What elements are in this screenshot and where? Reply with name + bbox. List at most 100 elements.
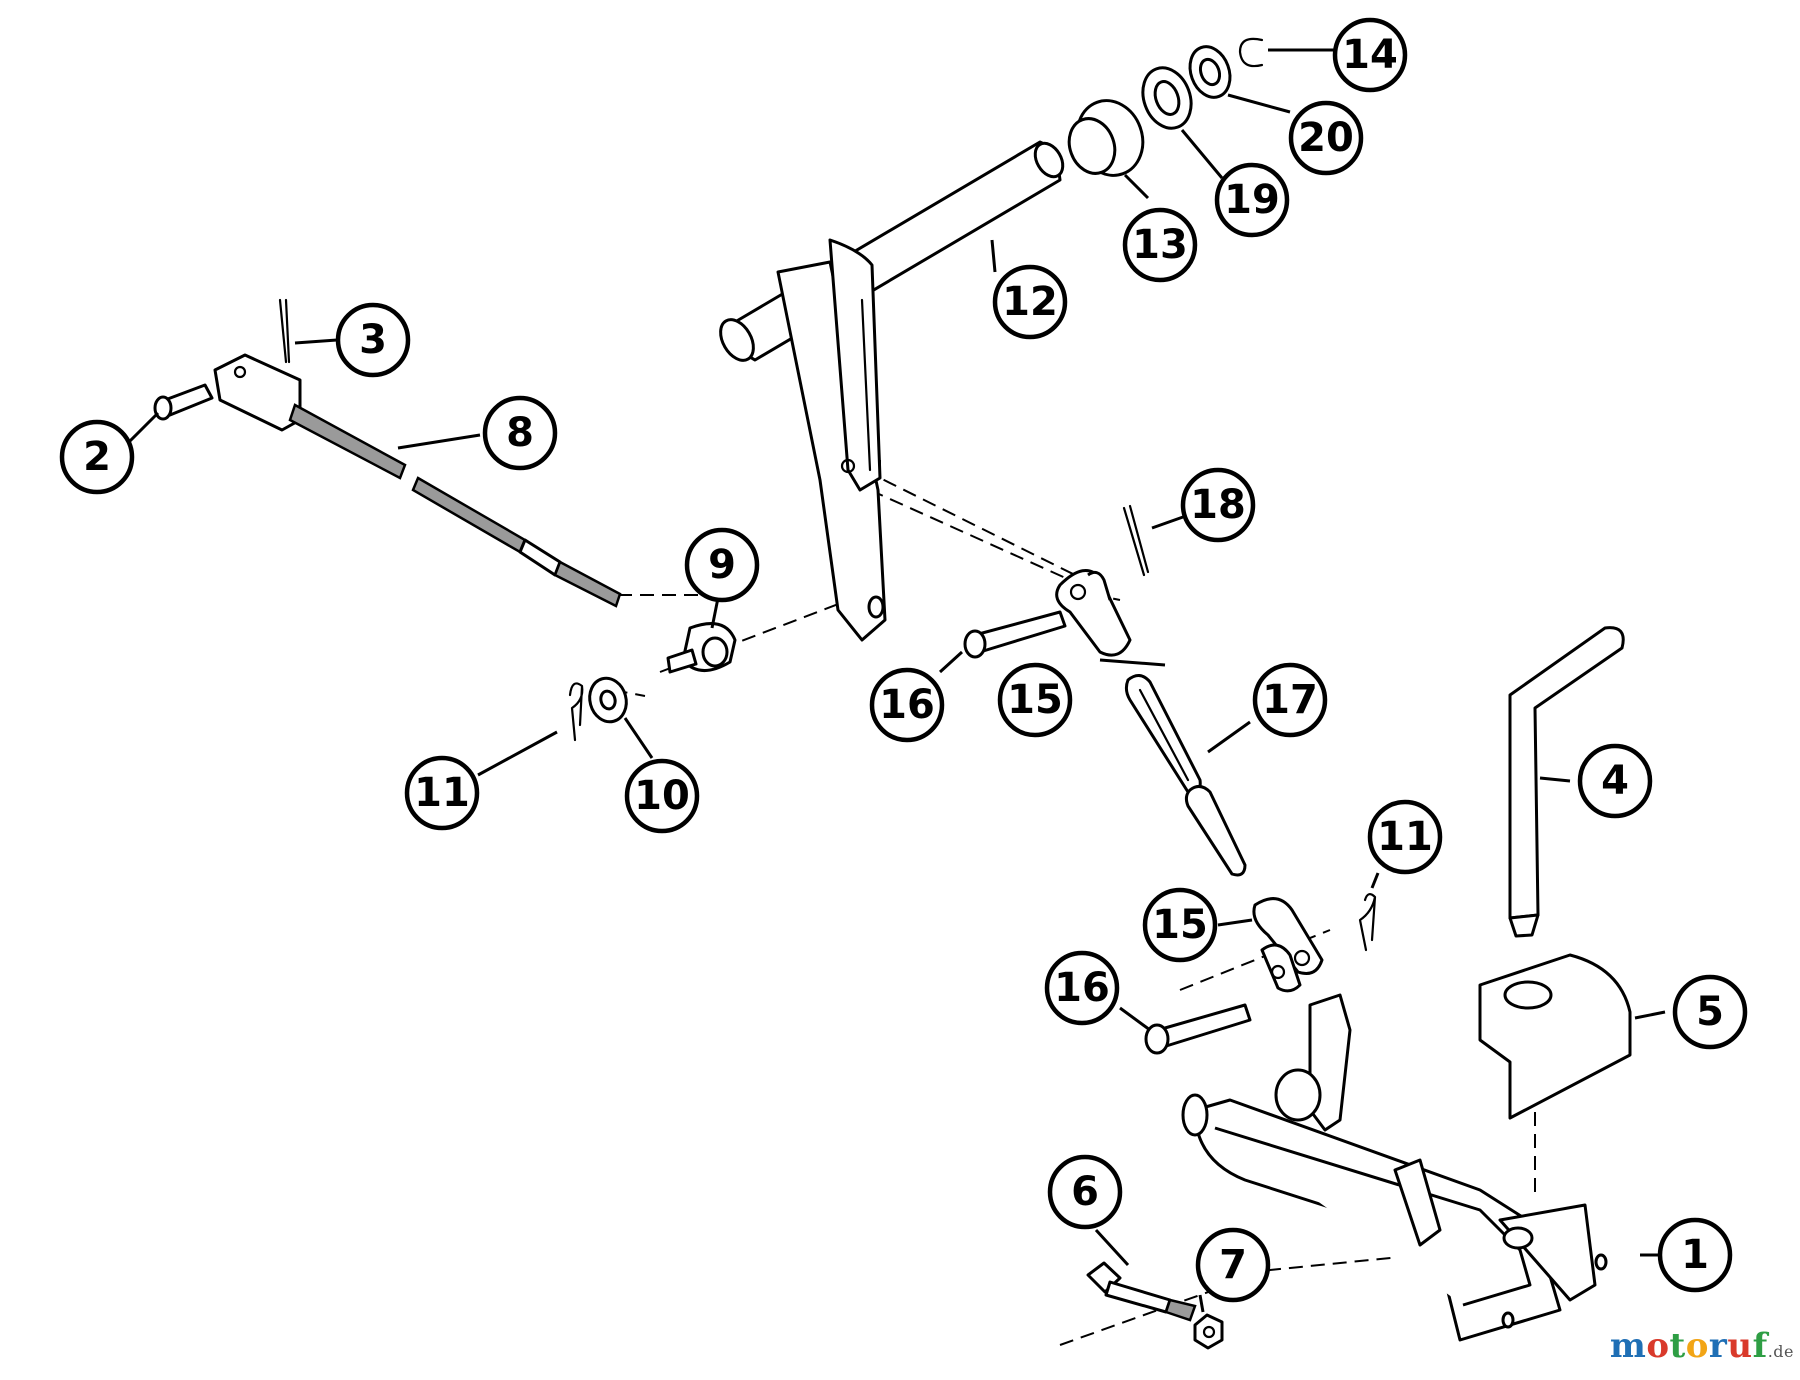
l-handle-pin [1508, 626, 1625, 938]
callout-17: 17 [1252, 662, 1328, 738]
callout-label: 15 [1152, 902, 1208, 948]
callout-5: 5 [1672, 974, 1748, 1050]
callout-16a: 16 [869, 667, 945, 743]
callout-label: 18 [1190, 482, 1246, 528]
leader-18 [1151, 515, 1184, 530]
callout-8: 8 [482, 395, 558, 471]
snap-ring [1238, 37, 1264, 68]
callout-7: 7 [1195, 1227, 1271, 1303]
washer-10 [588, 676, 628, 724]
callout-label: 9 [708, 542, 736, 588]
callout-1: 1 [1657, 1217, 1733, 1293]
callout-label: 1 [1681, 1232, 1709, 1278]
cotter-pin-3 [278, 298, 291, 364]
callout-label: 2 [83, 434, 111, 480]
callout-label: 5 [1696, 989, 1724, 1035]
leader-lines [126, 48, 1712, 1313]
callout-12: 12 [992, 264, 1068, 340]
leader-4 [1539, 776, 1571, 783]
nut [1193, 1313, 1224, 1350]
callout-label: 6 [1071, 1169, 1099, 1215]
callout-label: 8 [506, 410, 534, 456]
leader-16b [1119, 1006, 1151, 1032]
callout-15a: 15 [997, 662, 1073, 738]
callout-16b: 16 [1044, 950, 1120, 1026]
leader-13 [1123, 173, 1150, 200]
callout-20: 20 [1288, 100, 1364, 176]
callout-3: 3 [335, 302, 411, 378]
callout-label: 20 [1298, 115, 1354, 161]
watermark-letter: r [1708, 1326, 1728, 1366]
chain-clevis-15-lower [1252, 897, 1324, 993]
callout-6: 6 [1047, 1154, 1123, 1230]
callout-19: 19 [1214, 162, 1290, 238]
leader-8 [397, 433, 481, 450]
swivel-block [666, 622, 737, 674]
watermark-suffix: .de [1767, 1342, 1794, 1361]
callout-label: 10 [634, 773, 690, 819]
callout-label: 19 [1224, 177, 1280, 223]
watermark-logo[interactable]: motoruf.de [1610, 1326, 1794, 1366]
callout-label: 15 [1007, 677, 1063, 723]
hairpin-clip-11-upper [568, 682, 584, 742]
watermark-letter: o [1685, 1326, 1709, 1366]
callout-13: 13 [1122, 207, 1198, 283]
callout-11a: 11 [404, 755, 480, 831]
pin-bracket [1478, 953, 1632, 1120]
callout-label: 16 [1054, 965, 1110, 1011]
watermark-letter: m [1609, 1326, 1647, 1366]
watermark-letters: motoruf [1610, 1326, 1768, 1366]
hairpin-clip-11-lower [1358, 893, 1377, 952]
clevis-pin-16-upper [963, 610, 1067, 659]
callout-label: 11 [1377, 814, 1433, 860]
watermark-letter: f [1752, 1326, 1768, 1366]
callout-label: 3 [359, 317, 387, 363]
callout-label: 7 [1219, 1242, 1247, 1288]
clevis-and-threaded-rod [213, 353, 622, 608]
callout-2: 2 [59, 419, 135, 495]
callout-label: 12 [1002, 279, 1058, 325]
callout-label: 11 [414, 770, 470, 816]
leader-7 [1198, 1294, 1205, 1313]
leader-20 [1227, 93, 1291, 114]
callout-label: 16 [879, 682, 935, 728]
watermark-letter: u [1727, 1326, 1753, 1366]
callout-18: 18 [1180, 467, 1256, 543]
watermark-letter: o [1646, 1326, 1670, 1366]
callout-label: 14 [1342, 32, 1398, 78]
callout-14: 14 [1332, 17, 1408, 93]
leader-9 [710, 597, 720, 629]
callout-label: 13 [1132, 222, 1188, 268]
callout-label: 17 [1262, 677, 1318, 723]
clevis-pin-2 [153, 383, 214, 421]
leader-11a [477, 730, 558, 777]
washer-20 [1188, 45, 1232, 99]
cotter-pin-18 [1122, 504, 1150, 577]
callout-9: 9 [684, 527, 760, 603]
flange-bushing [1067, 99, 1145, 177]
leader-15b [1217, 918, 1253, 927]
leader-15a [1099, 658, 1166, 667]
leader-3 [294, 338, 338, 345]
watermark-letter: t [1669, 1326, 1686, 1366]
callout-11b: 11 [1367, 799, 1443, 875]
callout-label: 4 [1601, 758, 1629, 804]
hitch-frame [1181, 993, 1608, 1342]
chain-17 [1124, 674, 1247, 877]
chain-clevis-15-upper [1055, 569, 1132, 657]
clevis-pin-16-lower [1144, 1003, 1252, 1055]
leader-10 [623, 717, 654, 759]
leader-11b [1370, 872, 1380, 889]
leader-2 [126, 411, 160, 445]
washer-19 [1141, 66, 1193, 130]
leader-16a [938, 650, 964, 674]
callout-15b: 15 [1142, 887, 1218, 963]
leader-19 [1180, 129, 1224, 179]
callout-4: 4 [1577, 743, 1653, 819]
bolt [1086, 1261, 1197, 1322]
callout-10: 10 [624, 758, 700, 834]
leader-5 [1634, 1010, 1666, 1020]
lift-shaft-assembly [719, 140, 1065, 642]
